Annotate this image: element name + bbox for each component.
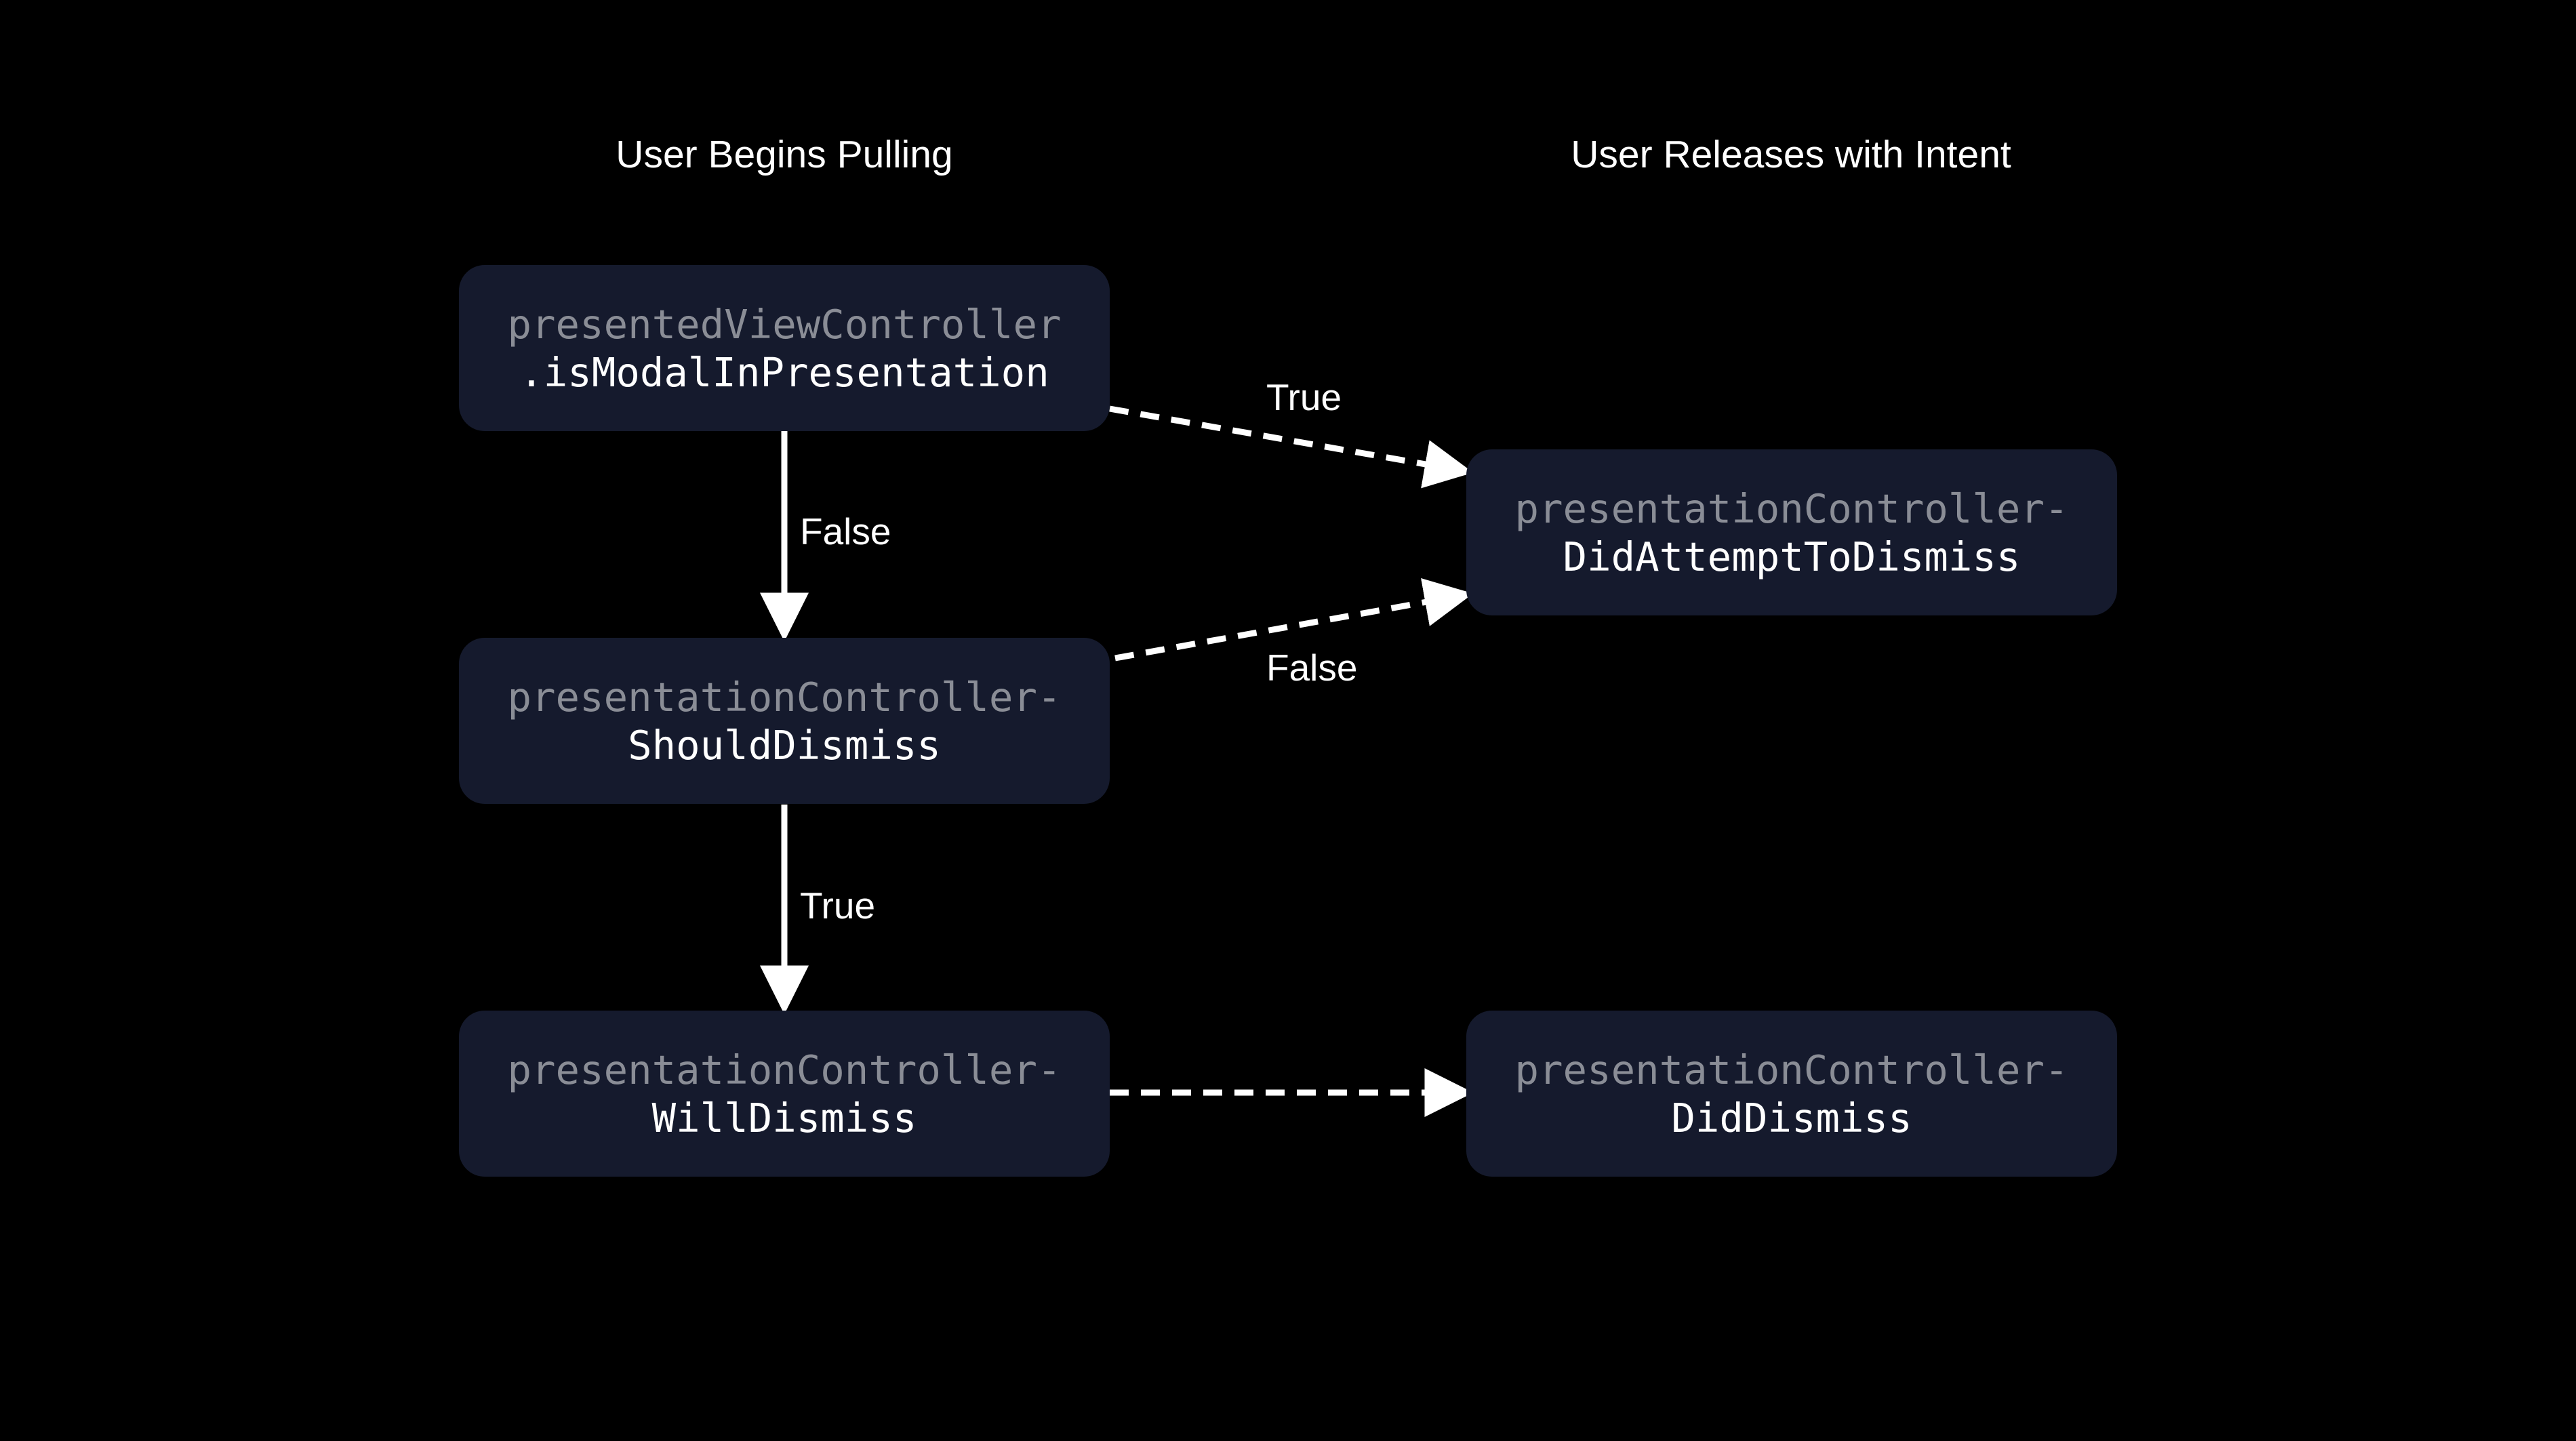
node-line-dim: presentedViewController <box>507 300 1062 348</box>
node-line-dim: presentationController- <box>1514 1046 2069 1093</box>
node-did-dismiss: presentationController- DidDismiss <box>1466 1011 2117 1177</box>
node-line-main: DidAttemptToDismiss <box>1563 533 2021 580</box>
node-line-dim: presentationController- <box>1514 485 2069 532</box>
node-line-dim: presentationController- <box>507 673 1062 720</box>
edge-should-false-arrow <box>1114 577 1474 662</box>
edge-label-should-false: False <box>1266 647 1358 689</box>
node-line-main: WillDismiss <box>651 1094 917 1141</box>
header-user-releases-with-intent: User Releases with Intent <box>1571 133 2011 176</box>
node-line-main: DidDismiss <box>1671 1094 1912 1141</box>
header-user-begins-pulling: User Begins Pulling <box>616 133 953 176</box>
node-line-main: ShouldDismiss <box>628 721 941 769</box>
node-is-modal-in-presentation: presentedViewController .isModalInPresen… <box>459 265 1110 431</box>
edge-label-modal-true: True <box>1266 376 1342 418</box>
node-line-dim: presentationController- <box>507 1046 1062 1093</box>
edge-label-should-true: True <box>800 885 876 927</box>
node-will-dismiss: presentationController- WillDismiss <box>459 1011 1110 1177</box>
node-line-main: .isModalInPresentation <box>519 348 1049 396</box>
edge-label-modal-false: False <box>800 510 891 552</box>
node-did-attempt-to-dismiss: presentationController- DidAttemptToDism… <box>1466 449 2117 615</box>
node-should-dismiss: presentationController- ShouldDismiss <box>459 638 1110 804</box>
